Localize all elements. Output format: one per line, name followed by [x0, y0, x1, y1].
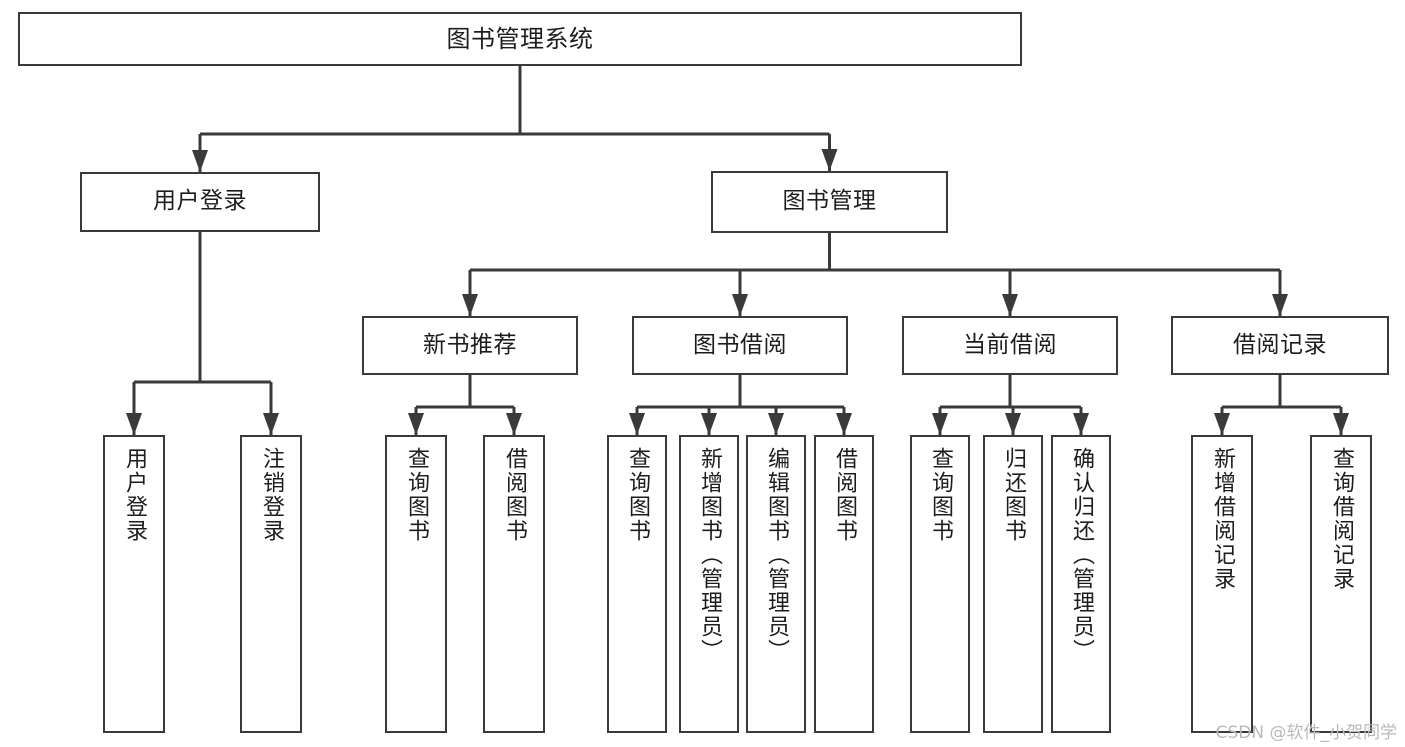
arrowhead-icon	[408, 413, 424, 435]
node-label: 借阅记录	[1233, 331, 1327, 358]
arrowhead-icon	[462, 294, 478, 316]
node-bookmgmt[interactable]: 图书管理	[711, 171, 948, 233]
node-label: 用户登录	[122, 447, 147, 543]
node-label: 图书借阅	[693, 331, 787, 358]
arrowhead-icon	[1272, 294, 1288, 316]
node-leaf-cur-query[interactable]: 查询图书	[910, 435, 970, 733]
node-label: 新增借阅记录	[1210, 447, 1235, 591]
arrowhead-icon	[263, 413, 279, 435]
node-leaf-bw-borrow[interactable]: 借阅图书	[814, 435, 874, 733]
node-label: 查询图书	[928, 447, 953, 543]
node-leaf-user-logout[interactable]: 注销登录	[240, 435, 302, 733]
arrowhead-icon	[701, 413, 717, 435]
node-label: 查询借阅记录	[1329, 447, 1354, 591]
node-leaf-user-login[interactable]: 用户登录	[103, 435, 165, 733]
node-label: 归还图书	[1001, 447, 1026, 543]
arrowhead-icon	[836, 413, 852, 435]
arrowhead-icon	[821, 149, 838, 171]
node-label: 确认归还（管理员）	[1069, 447, 1094, 663]
arrowhead-icon	[192, 150, 208, 172]
node-leaf-bw-edit[interactable]: 编辑图书（管理员）	[746, 435, 806, 733]
node-label: 新增图书（管理员）	[697, 447, 722, 663]
node-label: 图书管理	[782, 188, 877, 215]
arrowhead-icon	[732, 294, 748, 316]
node-label: 注销登录	[259, 447, 284, 543]
node-label: 新书推荐	[423, 331, 517, 358]
arrowhead-icon	[506, 413, 522, 435]
node-label: 编辑图书（管理员）	[764, 447, 789, 663]
node-label: 查询图书	[625, 447, 650, 543]
node-newbook[interactable]: 新书推荐	[362, 316, 578, 375]
node-leaf-nb-borrow[interactable]: 借阅图书	[483, 435, 545, 733]
arrowhead-icon	[126, 413, 142, 435]
node-label: 借阅图书	[502, 447, 527, 543]
node-label: 用户登录	[153, 188, 247, 215]
node-label: 图书管理系统	[446, 24, 594, 53]
node-leaf-cur-return[interactable]: 归还图书	[983, 435, 1043, 733]
node-leaf-cur-confirm[interactable]: 确认归还（管理员）	[1051, 435, 1111, 733]
node-leaf-rec-query[interactable]: 查询借阅记录	[1310, 435, 1372, 733]
arrowhead-icon	[1005, 413, 1021, 435]
node-current[interactable]: 当前借阅	[902, 316, 1118, 375]
node-leaf-nb-query[interactable]: 查询图书	[385, 435, 447, 733]
arrowhead-icon	[1002, 294, 1018, 316]
node-borrow[interactable]: 图书借阅	[632, 316, 848, 375]
node-records[interactable]: 借阅记录	[1171, 316, 1389, 375]
node-root[interactable]: 图书管理系统	[18, 12, 1022, 66]
node-leaf-bw-query[interactable]: 查询图书	[607, 435, 667, 733]
watermark-label: CSDN @软件_小贺同学	[1215, 723, 1397, 743]
arrowhead-icon	[1073, 413, 1089, 435]
arrowhead-icon	[1333, 413, 1349, 435]
arrowhead-icon	[1214, 413, 1230, 435]
node-leaf-rec-add[interactable]: 新增借阅记录	[1191, 435, 1253, 733]
node-leaf-bw-add[interactable]: 新增图书（管理员）	[679, 435, 739, 733]
node-label: 当前借阅	[963, 331, 1057, 358]
arrowhead-icon	[932, 413, 948, 435]
node-login[interactable]: 用户登录	[80, 172, 320, 232]
node-label: 查询图书	[404, 447, 429, 543]
node-label: 借阅图书	[832, 447, 857, 543]
arrowhead-icon	[768, 413, 784, 435]
arrowhead-icon	[629, 413, 645, 435]
